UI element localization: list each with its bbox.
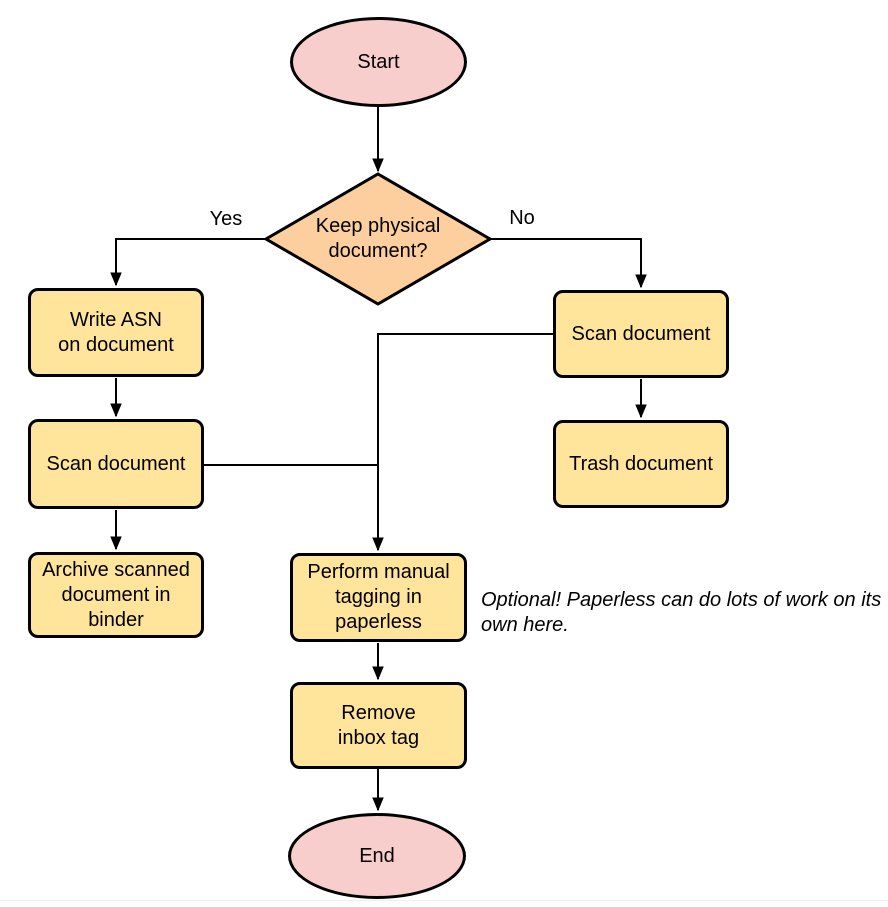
node-scan-document-right-label: Scan document bbox=[571, 322, 711, 345]
node-perform-tagging-label: Perform manual tagging in paperless bbox=[307, 561, 450, 633]
node-write-asn-label: Write ASN on document bbox=[58, 308, 174, 356]
node-write-asn: Write ASN on document bbox=[28, 288, 204, 377]
window-bottom-edge bbox=[0, 900, 888, 907]
node-remove-inbox-tag-label: Remove inbox tag bbox=[337, 701, 420, 749]
node-end: End bbox=[288, 813, 466, 899]
node-perform-tagging: Perform manual tagging in paperless bbox=[290, 553, 467, 642]
edge-label-yes: Yes bbox=[209, 208, 243, 230]
edge-label-no: No bbox=[509, 207, 535, 229]
decision-diamond-shape bbox=[263, 172, 493, 306]
node-end-label: End bbox=[359, 844, 395, 867]
node-start-label: Start bbox=[357, 50, 400, 73]
node-trash-document-label: Trash document bbox=[569, 452, 713, 475]
node-start: Start bbox=[290, 17, 467, 107]
node-decision-keep-physical: Keep physical document? bbox=[278, 206, 478, 272]
node-scan-document-left-label: Scan document bbox=[46, 452, 186, 475]
edge-decision-no-to-scan-right bbox=[490, 238, 641, 287]
node-trash-document: Trash document bbox=[553, 420, 729, 508]
node-archive-binder-label: Archive scanned document in binder bbox=[42, 558, 190, 631]
node-remove-inbox-tag: Remove inbox tag bbox=[290, 682, 467, 769]
node-decision-label: Keep physical document? bbox=[315, 215, 441, 262]
edge-decision-yes-to-write-asn bbox=[116, 238, 266, 285]
edge-scan-right-to-perform-tagging bbox=[378, 333, 553, 550]
node-scan-document-left: Scan document bbox=[28, 419, 204, 509]
node-scan-document-right: Scan document bbox=[553, 290, 729, 378]
annotation-optional-note: Optional! Paperless can do lots of work … bbox=[481, 589, 882, 636]
node-archive-binder: Archive scanned document in binder bbox=[28, 552, 204, 638]
